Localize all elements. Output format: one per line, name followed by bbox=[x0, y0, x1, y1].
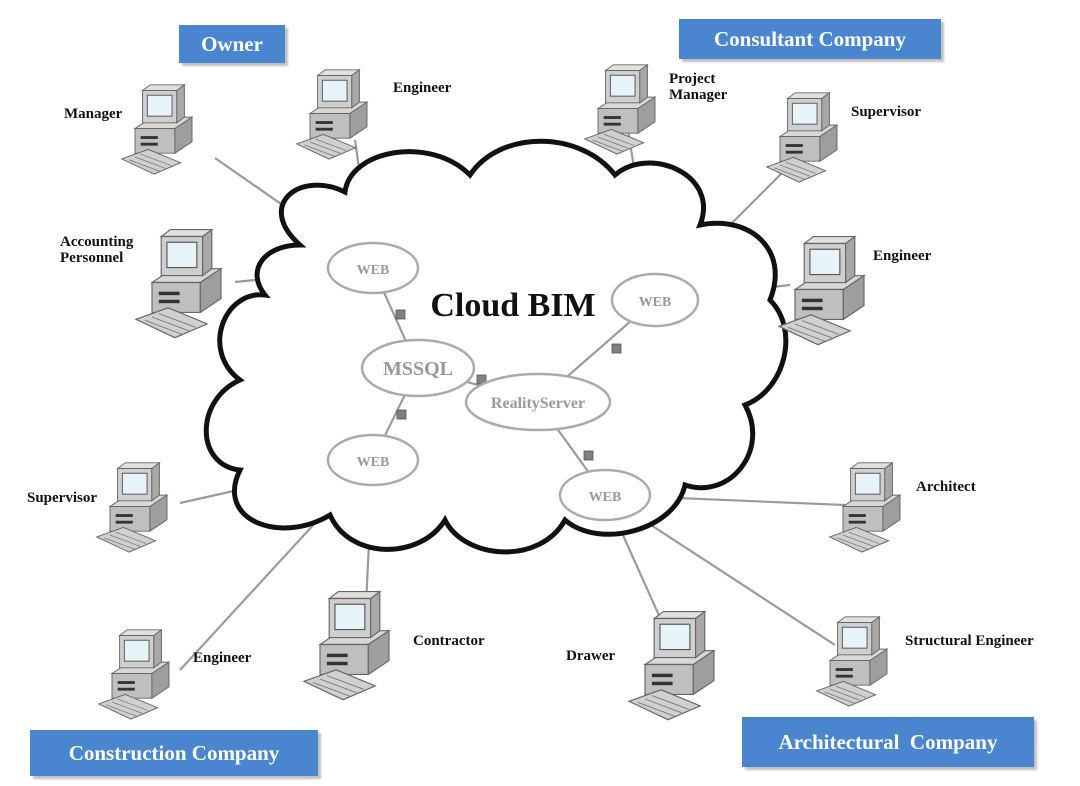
reality-server-label: RealityServer bbox=[491, 395, 585, 412]
connector-square bbox=[395, 309, 406, 320]
computer-icon bbox=[96, 462, 168, 553]
computer-icon bbox=[98, 629, 170, 720]
label-construction-contractor: Contractor bbox=[413, 633, 485, 649]
connector-square bbox=[611, 343, 622, 354]
cloud-shape bbox=[203, 138, 789, 555]
cloud-title: Cloud BIM bbox=[430, 287, 595, 324]
company-architectural: Architectural Company bbox=[742, 717, 1034, 767]
computer-icon bbox=[121, 84, 193, 175]
label-consultant-pm: Project Manager bbox=[669, 71, 728, 103]
computer-icon bbox=[628, 611, 715, 721]
label-owner-accounting: Accounting Personnel bbox=[60, 234, 134, 266]
computer-icon bbox=[816, 616, 888, 707]
computer-icon bbox=[135, 229, 222, 339]
label-construction-supervisor: Supervisor bbox=[27, 490, 98, 506]
web-node-consultant: WEB bbox=[610, 272, 700, 328]
company-consultant: Consultant Company bbox=[679, 19, 941, 59]
computer-icon bbox=[584, 64, 656, 155]
computer-icon bbox=[829, 462, 901, 553]
label-arch-architect: Architect bbox=[916, 479, 976, 495]
computer-icon bbox=[766, 92, 838, 183]
reality-server-node: RealityServer bbox=[464, 372, 612, 432]
web-node-owner: WEB bbox=[326, 241, 420, 295]
web-node-architectural: WEB bbox=[558, 468, 652, 522]
label-arch-structural: Structural Engineer bbox=[905, 633, 1034, 649]
label-arch-drawer: Drawer bbox=[566, 648, 616, 664]
label-consultant-engineer: Engineer bbox=[873, 248, 932, 264]
computer-icon bbox=[303, 591, 390, 701]
company-owner: Owner bbox=[179, 25, 285, 63]
label-construction-engineer: Engineer bbox=[193, 650, 252, 666]
web-label: WEB bbox=[589, 490, 622, 505]
label-consultant-supervisor: Supervisor bbox=[851, 104, 922, 120]
mssql-node: MSSQL bbox=[360, 338, 476, 398]
label-owner-engineer: Engineer bbox=[393, 80, 452, 96]
connector-square bbox=[583, 450, 594, 461]
company-construction: Construction Company bbox=[30, 730, 318, 776]
web-label: WEB bbox=[357, 455, 390, 470]
web-label: WEB bbox=[357, 263, 390, 278]
mssql-label: MSSQL bbox=[383, 358, 453, 380]
computer-icon bbox=[778, 236, 865, 346]
web-label: WEB bbox=[639, 295, 672, 310]
label-owner-manager: Manager bbox=[64, 106, 123, 122]
web-node-construction: WEB bbox=[326, 433, 420, 487]
connector-square bbox=[396, 409, 407, 420]
